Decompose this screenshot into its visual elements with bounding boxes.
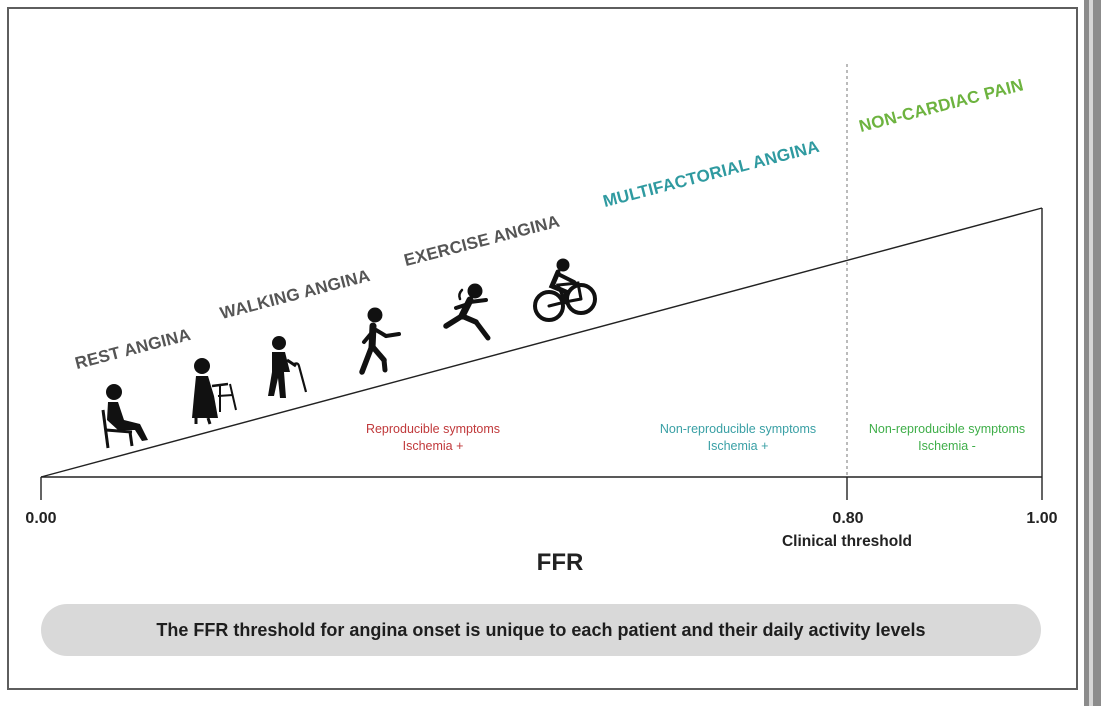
window-edge-bar — [1084, 0, 1101, 706]
summary-banner: The FFR threshold for angina onset is un… — [41, 604, 1041, 656]
wedge-hypotenuse — [40, 207, 1043, 478]
cane-walker-icon — [268, 336, 308, 398]
diagram-frame — [7, 7, 1078, 690]
note-nonreproducible-ischemia-plus: Non-reproducible symptoms Ischemia + — [660, 421, 816, 455]
sitting-person-icon — [101, 384, 148, 449]
note-reproducible-line2: Ischemia + — [402, 439, 464, 453]
tick-label-max: 1.00 — [1026, 510, 1058, 527]
threshold-caption: Clinical threshold — [781, 533, 913, 550]
elderly-walker-icon — [192, 358, 237, 425]
tick-label-min: 0.00 — [25, 510, 57, 527]
note-nonreproducible-ischemia-minus: Non-reproducible symptoms Ischemia - — [869, 421, 1025, 455]
running-person-icon — [443, 283, 491, 341]
note-nonrep-plus-line1: Non-reproducible symptoms — [659, 422, 817, 436]
cyclist-icon — [533, 258, 597, 322]
tick-label-threshold: 0.80 — [832, 510, 864, 527]
axis-title-ffr: FFR — [536, 549, 584, 576]
note-nonrep-minus-line1: Non-reproducible symptoms — [868, 422, 1026, 436]
note-reproducible: Reproducible symptoms Ischemia + — [366, 421, 500, 455]
note-nonrep-plus-line2: Ischemia + — [707, 439, 769, 453]
note-reproducible-line1: Reproducible symptoms — [365, 422, 501, 436]
walking-person-icon — [359, 307, 401, 375]
note-nonrep-minus-line2: Ischemia - — [918, 439, 976, 453]
summary-banner-text: The FFR threshold for angina onset is un… — [156, 619, 926, 640]
